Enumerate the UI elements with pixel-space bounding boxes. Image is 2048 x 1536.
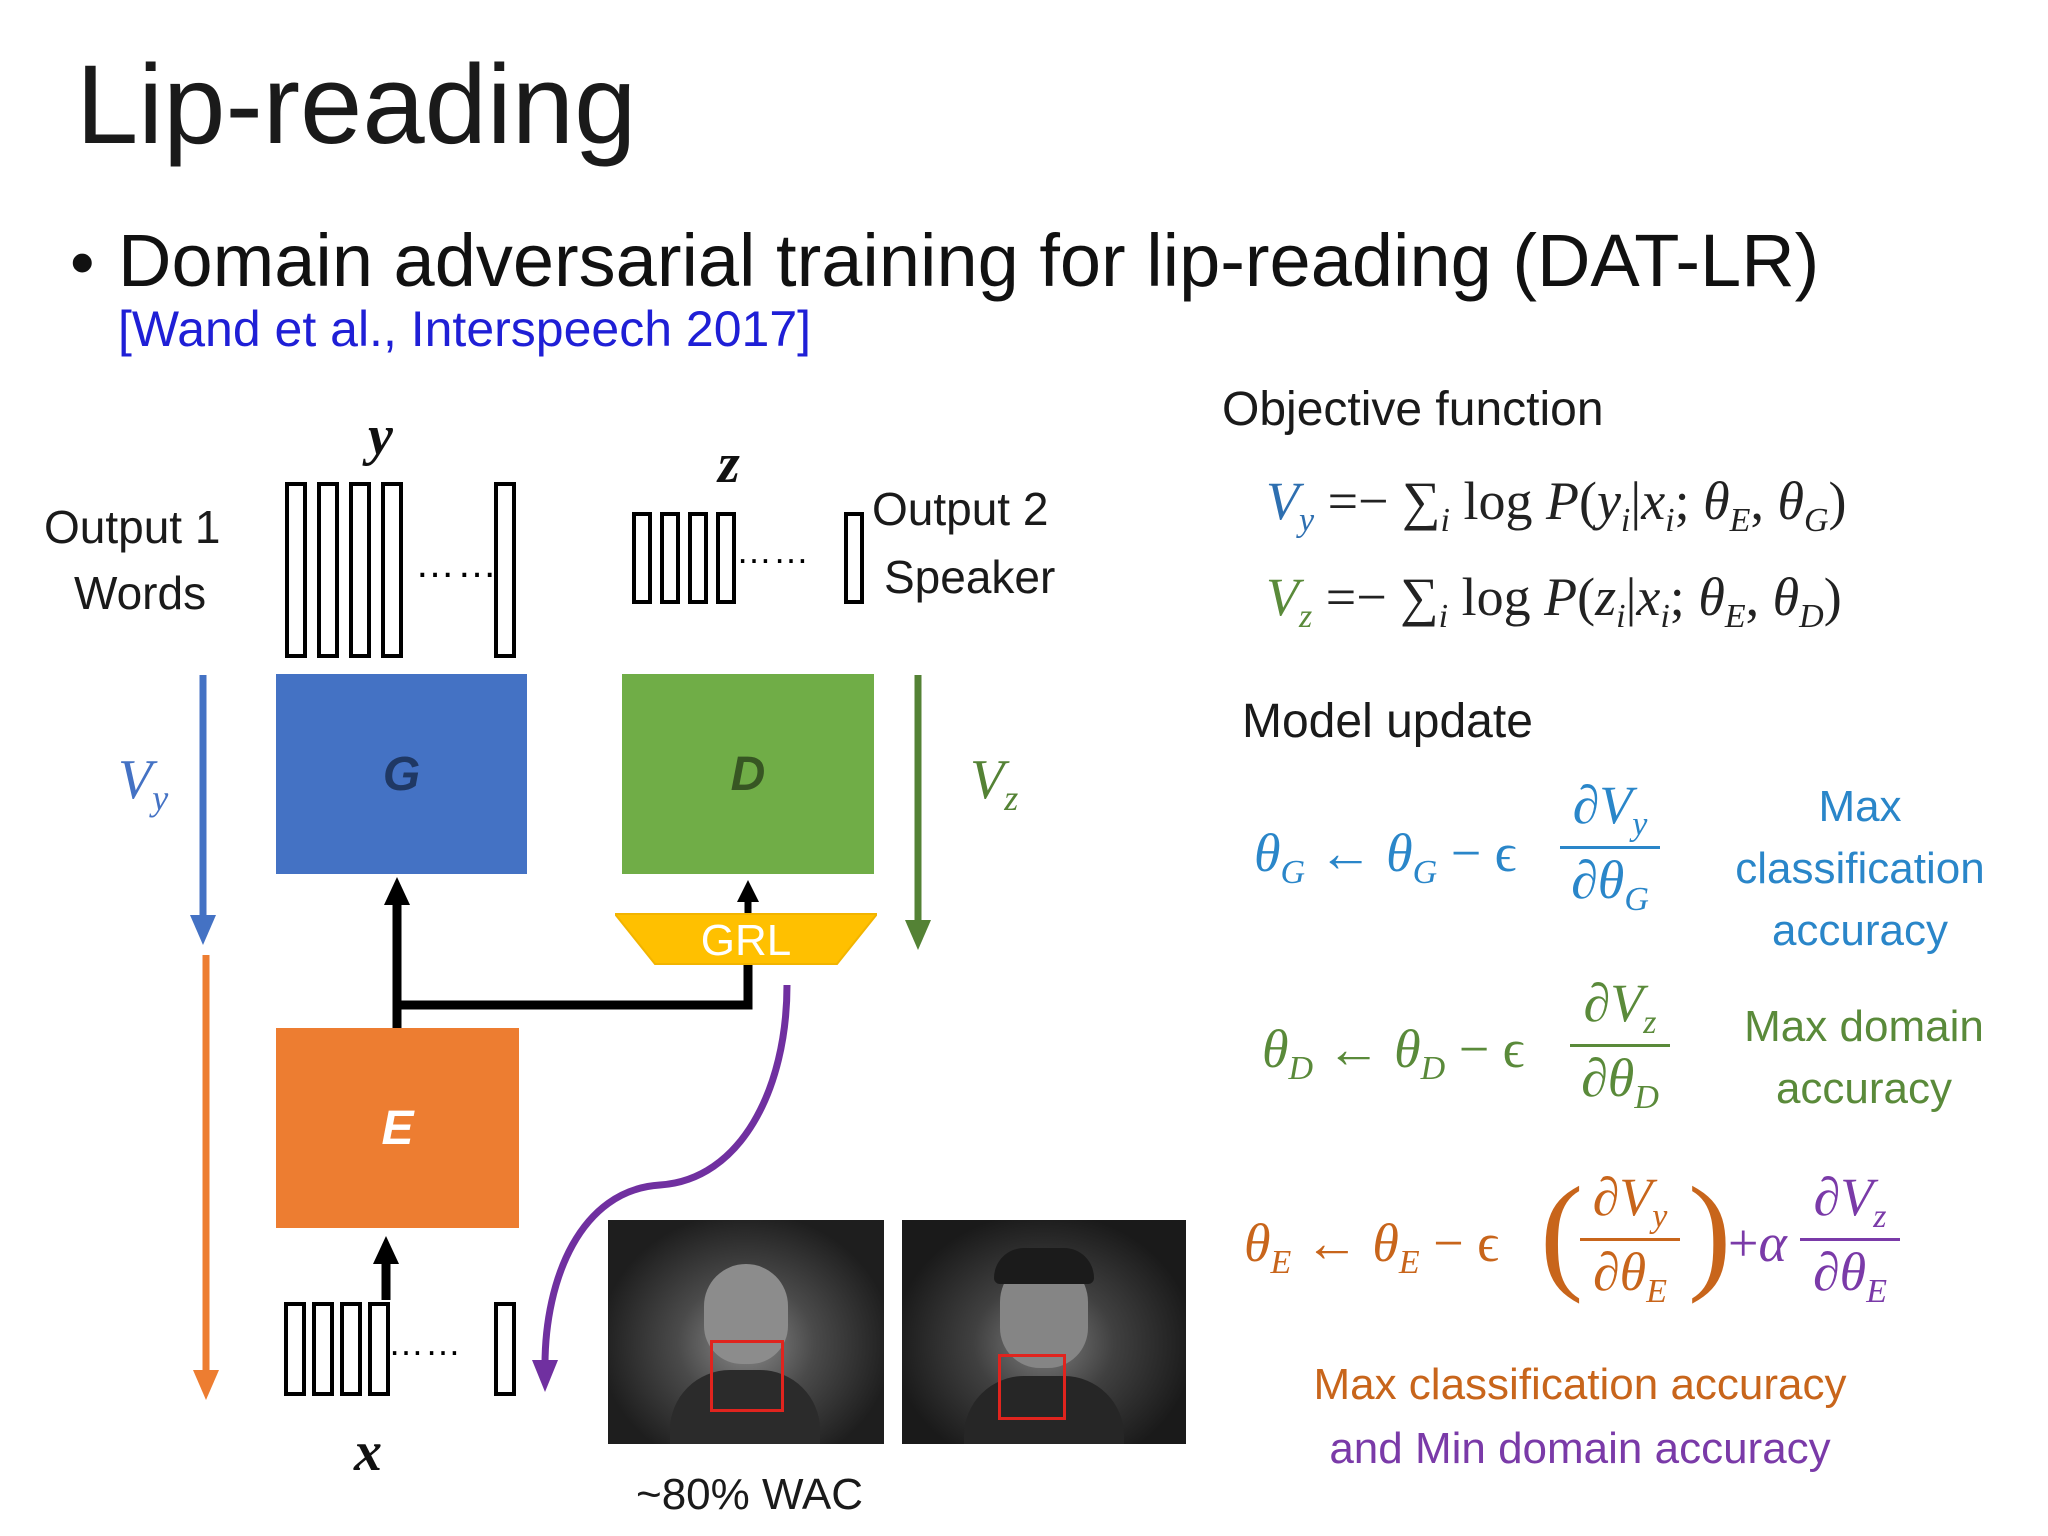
theta-e-alpha-term: +α <box>1728 1213 1787 1273</box>
vy-label: Vy <box>118 749 169 819</box>
theta-d-note: Max domain accuracy <box>1744 1002 1984 1113</box>
lip-roi-box-2 <box>998 1354 1066 1420</box>
generator-g-box: G <box>276 674 527 874</box>
face-image-2 <box>902 1220 1186 1444</box>
theta-e-note-line2: and Min domain accuracy <box>1329 1424 1831 1473</box>
theta-e-left-paren: ( <box>1540 1161 1584 1305</box>
wac-caption: ~80% WAC <box>636 1470 864 1519</box>
grl-label: GRL <box>700 916 792 965</box>
vy-arrow <box>190 675 216 945</box>
theta-g-update: θG ← θG − ϵ <box>1254 823 1517 891</box>
theta-e-fraction-2: ∂Vz ∂θE <box>1800 1166 1900 1311</box>
e-gradient-arrow <box>193 955 219 1400</box>
face-image-1 <box>608 1220 884 1444</box>
theta-e-fraction-1: ∂Vy ∂θE <box>1580 1166 1680 1311</box>
y-symbol: y <box>368 405 393 467</box>
z-symbol: z <box>718 433 740 495</box>
x-symbol: x <box>354 1421 382 1483</box>
lip-roi-box-1 <box>710 1340 784 1412</box>
theta-e-note-line1: Max classification accuracy <box>1313 1360 1847 1409</box>
slide-title: Lip-reading <box>76 42 637 167</box>
reversal-arrow <box>532 984 791 1392</box>
output2-speaker-label: Speaker <box>884 551 1056 603</box>
model-update-header: Model update <box>1242 695 1533 748</box>
encoder-e-box: E <box>276 1028 519 1228</box>
output1-words-label: Words <box>74 567 207 619</box>
x-to-e-arrow <box>373 1236 399 1300</box>
theta-e-right-paren: ) <box>1688 1161 1732 1305</box>
theta-d-fraction: ∂Vz ∂θD <box>1570 972 1670 1117</box>
bullet-dot: • <box>70 223 95 301</box>
vz-arrow <box>905 675 931 950</box>
citation-link[interactable]: [Wand et al., Interspeech 2017] <box>118 301 812 357</box>
vy-objective-equation: Vy =− ∑i log P(yi|xi; θE, θG) <box>1266 471 1847 539</box>
theta-e-update: θE ← θE − ϵ <box>1244 1213 1499 1281</box>
theta-d-update: θD ← θD − ϵ <box>1262 1019 1525 1087</box>
objective-header: Objective function <box>1222 383 1604 436</box>
output1-label: Output 1 <box>44 501 221 553</box>
discriminator-d-box: D <box>622 674 874 874</box>
theta-g-note: Max classification accuracy <box>1735 782 1985 955</box>
vz-objective-equation: Vz =− ∑i log P(zi|xi; θE, θD) <box>1266 567 1842 635</box>
output2-label: Output 2 <box>872 483 1049 535</box>
grl-block: GRL <box>615 912 877 966</box>
vz-label: Vz <box>970 749 1019 819</box>
theta-g-fraction: ∂Vy ∂θG <box>1560 774 1660 919</box>
bullet-text: Domain adversarial training for lip-read… <box>118 219 1820 302</box>
